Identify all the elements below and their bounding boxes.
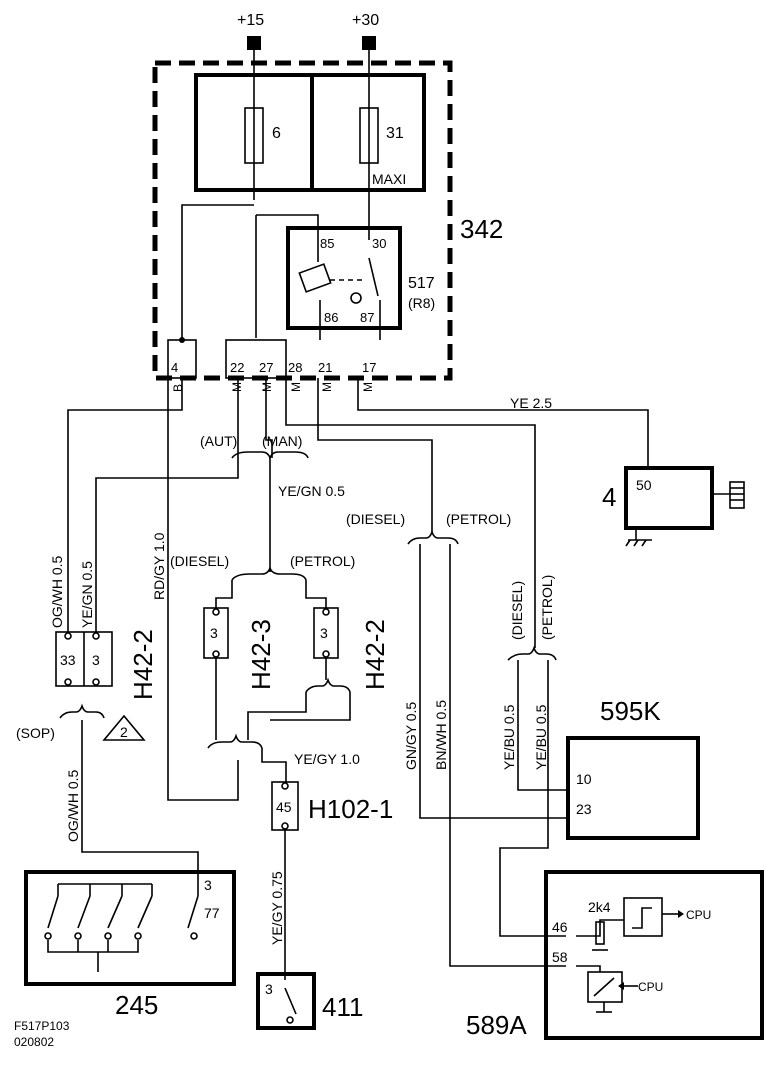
c595k-pin-10: 10 — [576, 771, 592, 787]
relay-box-id: 342 — [460, 214, 503, 244]
relay-pin-86: 86 — [324, 310, 338, 325]
c595k-label: 595K — [600, 696, 661, 726]
cpu-label-1: CPU — [686, 908, 711, 922]
relay-coil — [298, 263, 332, 293]
label-aut: (AUT) — [200, 433, 237, 449]
wire-ye-bu-05-b: YE/BU 0.5 — [533, 704, 549, 770]
conn-code-22: M — [230, 382, 244, 392]
warning-number: 2 — [120, 724, 128, 740]
label-sop: (SOP) — [16, 725, 55, 741]
conn-pin-4: 4 — [171, 360, 178, 375]
warning-triangle — [102, 714, 146, 741]
relay-box-342 — [152, 60, 453, 381]
c245-pin-3: 3 — [204, 877, 212, 893]
label-petrol-3: (PETROL) — [539, 575, 555, 640]
footer-code: F517P103 — [14, 1019, 70, 1033]
h42-2-left-pin-33: 33 — [60, 652, 76, 668]
conn-code-27: M — [260, 382, 274, 392]
label-man: (MAN) — [262, 433, 302, 449]
relay-pin-30: 30 — [372, 236, 386, 251]
h42-2-left-label: H42-2 — [128, 629, 158, 700]
wire-bn-wh-05: BN/WH 0.5 — [433, 700, 449, 770]
maxi-label: MAXI — [372, 171, 406, 187]
label-petrol-1: (PETROL) — [290, 553, 355, 569]
switch-block-245 — [24, 870, 236, 986]
h42-3-label: H42-3 — [246, 619, 276, 690]
relay-sub: (R8) — [408, 295, 435, 311]
switch-block-245-contacts — [44, 876, 199, 972]
relay-pin-85: 85 — [320, 236, 334, 251]
conn-pin-17: 17 — [362, 360, 376, 375]
h42-2-left-pin-3: 3 — [92, 652, 100, 668]
h42-3-pin: 3 — [210, 625, 218, 641]
conn-pin-22: 22 — [230, 360, 244, 375]
c589a-pin-58: 58 — [552, 949, 568, 965]
h42-2-right-pin: 3 — [320, 625, 328, 641]
h42-2-right-label: H42-2 — [360, 619, 390, 690]
wire-gn-gy-05: GN/GY 0.5 — [403, 702, 419, 770]
relay-pin-87: 87 — [360, 310, 374, 325]
c589a-pin-46: 46 — [552, 919, 568, 935]
conn-pin-27: 27 — [259, 360, 273, 375]
wire-ye-gy-10: YE/GY 1.0 — [294, 751, 360, 767]
c595k-pin-23: 23 — [576, 801, 592, 817]
wire-og-wh-05-b: OG/WH 0.5 — [65, 769, 81, 842]
terminal-15 — [247, 36, 261, 50]
ecu-595k — [566, 736, 700, 840]
wire-ye-gy-075: YE/GY 0.75 — [269, 871, 285, 945]
label-diesel-3: (DIESEL) — [509, 581, 525, 640]
footer-date: 020802 — [14, 1035, 54, 1049]
conn-pin-28: 28 — [288, 360, 302, 375]
fuse-6-label: 6 — [272, 125, 281, 142]
c4-label: 4 — [602, 482, 616, 512]
relay-517 — [286, 226, 402, 330]
starter-4 — [624, 466, 714, 530]
conn-code-21: M — [320, 382, 334, 392]
wire-og-wh-05-a: OG/WH 0.5 — [49, 555, 65, 628]
wire-ye-gn-05: YE/GN 0.5 — [278, 483, 345, 499]
terminal-30 — [362, 36, 376, 50]
wire-ye-gn-05-b: YE/GN 0.5 — [79, 561, 95, 628]
c245-label: 245 — [115, 990, 158, 1020]
c589a-resistor: 2k4 — [588, 899, 611, 915]
conn-pin-21: 21 — [318, 360, 332, 375]
conn-code-b: B — [171, 384, 185, 392]
conn-code-17: M — [361, 382, 375, 392]
connector-m — [225, 339, 287, 379]
relay-id: 517 — [408, 275, 435, 292]
label-petrol-2: (PETROL) — [446, 511, 511, 527]
switch-411 — [256, 972, 316, 1030]
conn-code-28: M — [289, 382, 303, 392]
schmitt-trigger — [623, 897, 663, 937]
c589a-label: 589A — [466, 1010, 527, 1040]
h102-1-pin: 45 — [276, 799, 292, 815]
wire-ye-bu-05-a: YE/BU 0.5 — [501, 704, 517, 770]
supply-30-label: +30 — [352, 12, 379, 29]
label-diesel-2: (DIESEL) — [346, 511, 405, 527]
supply-15-label: +15 — [237, 12, 264, 29]
cpu-label-2: CPU — [638, 980, 663, 994]
h102-1-label: H102-1 — [308, 794, 393, 824]
label-diesel-1: (DIESEL) — [170, 553, 229, 569]
relay-contact — [368, 257, 379, 297]
fuse-31-label: 31 — [386, 125, 404, 142]
module-589a — [544, 870, 764, 1040]
wire-ye-25: YE 2.5 — [510, 395, 552, 411]
switch-411-pin: 3 — [265, 981, 273, 997]
c4-pin-50: 50 — [636, 477, 652, 493]
switch-411-label: 411 — [322, 992, 363, 1022]
c245-pin-77: 77 — [204, 905, 220, 921]
wire-rd-gy-10: RD/GY 1.0 — [151, 532, 167, 600]
